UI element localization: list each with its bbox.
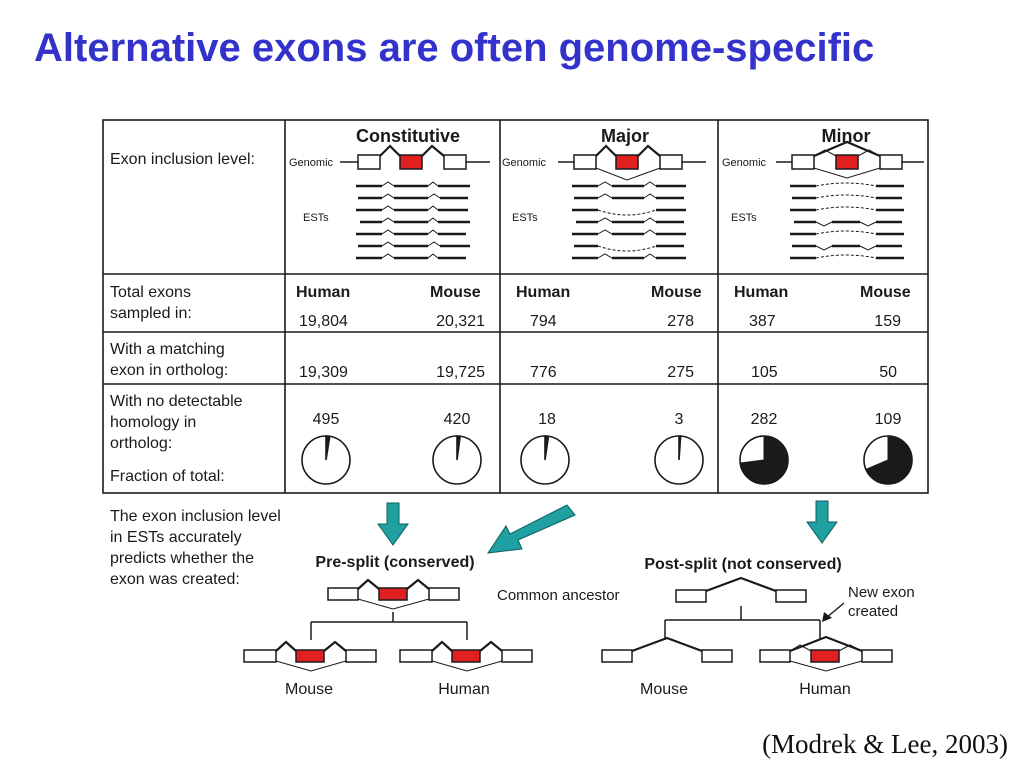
arrows bbox=[377, 500, 838, 554]
arrow-down-left-icon bbox=[377, 502, 409, 546]
group-constitutive: Constitutive Genomic ESTs Human Mouse 19… bbox=[289, 126, 485, 428]
no-homology-label-3: ortholog: bbox=[110, 435, 172, 452]
fraction-label: Fraction of total: bbox=[110, 468, 225, 485]
mouse-header: Mouse bbox=[651, 284, 702, 301]
red-exon bbox=[810, 649, 840, 663]
total-human: 387 bbox=[749, 313, 776, 330]
genomic-minor bbox=[776, 140, 924, 179]
no-homology-human: 18 bbox=[538, 411, 556, 428]
genomic-label: Genomic bbox=[722, 157, 767, 169]
citation: (Modrek & Lee, 2003) bbox=[762, 729, 1008, 759]
mouse-header: Mouse bbox=[430, 284, 481, 301]
inclusion-level-label: Exon inclusion level: bbox=[110, 151, 255, 168]
no-homology-human: 495 bbox=[313, 411, 340, 428]
ests-label: ESTs bbox=[731, 212, 757, 224]
total-exons-label-1: Total exons bbox=[110, 284, 191, 301]
total-mouse: 20,321 bbox=[436, 313, 485, 330]
genomic-major bbox=[558, 144, 706, 181]
group-title: Minor bbox=[822, 126, 871, 146]
matching-label-2: exon in ortholog: bbox=[110, 362, 228, 379]
no-homology-mouse: 109 bbox=[875, 411, 902, 428]
est-major bbox=[572, 181, 686, 260]
mouse-header: Mouse bbox=[860, 284, 911, 301]
no-homology-label-1: With no detectable bbox=[110, 393, 243, 410]
new-exon-label-1: New exon bbox=[848, 584, 915, 601]
common-ancestor-label: Common ancestor bbox=[497, 587, 620, 604]
fraction-pies bbox=[301, 435, 913, 485]
matching-human: 776 bbox=[530, 364, 557, 381]
matching-mouse: 50 bbox=[879, 364, 897, 381]
post-human-label: Human bbox=[799, 681, 851, 698]
arrow-diagonal-icon bbox=[486, 504, 576, 554]
note-line-4: exon was created: bbox=[110, 571, 240, 588]
matching-mouse: 275 bbox=[667, 364, 694, 381]
note-line-3: predicts whether the bbox=[110, 550, 254, 567]
human-header: Human bbox=[516, 284, 570, 301]
red-exon bbox=[295, 649, 325, 663]
note-line-2: in ESTs accurately bbox=[110, 529, 242, 546]
est-minor bbox=[790, 182, 904, 260]
pie-wedge-mouse-0 bbox=[456, 435, 462, 461]
total-mouse: 278 bbox=[667, 313, 694, 330]
no-homology-human: 282 bbox=[751, 411, 778, 428]
matching-human: 105 bbox=[751, 364, 778, 381]
pre-human-label: Human bbox=[438, 681, 490, 698]
red-exon bbox=[378, 587, 408, 601]
table-frame bbox=[102, 119, 929, 494]
est-reads bbox=[356, 181, 904, 260]
no-homology-mouse: 420 bbox=[444, 411, 471, 428]
post-mouse-label: Mouse bbox=[640, 681, 688, 698]
pie-wedge-human-0 bbox=[325, 435, 331, 461]
arrow-down-right-icon bbox=[806, 500, 838, 544]
matching-mouse: 19,725 bbox=[436, 364, 485, 381]
total-mouse: 159 bbox=[874, 313, 901, 330]
total-human: 19,804 bbox=[299, 313, 348, 330]
total-exons-label-2: sampled in: bbox=[110, 305, 192, 322]
no-homology-label-2: homology in bbox=[110, 414, 196, 431]
red-exon bbox=[615, 154, 639, 170]
genomic-label: Genomic bbox=[289, 157, 334, 169]
note-line-1: The exon inclusion level bbox=[110, 508, 281, 525]
matching-label-1: With a matching bbox=[110, 341, 225, 358]
ests-label: ESTs bbox=[303, 212, 329, 224]
pre-split-tree: Pre-split (conserved) Common ancestor bbox=[243, 554, 620, 698]
new-exon-label-2: created bbox=[848, 603, 898, 620]
ests-label: ESTs bbox=[512, 212, 538, 224]
row-labels: Exon inclusion level: Total exons sample… bbox=[110, 151, 255, 485]
matching-human: 19,309 bbox=[299, 364, 348, 381]
bottom-note: The exon inclusion level in ESTs accurat… bbox=[110, 508, 281, 588]
slide-title: Alternative exons are often genome-speci… bbox=[34, 26, 875, 70]
pie-wedge-human-2 bbox=[739, 435, 789, 485]
est-constitutive bbox=[356, 181, 470, 260]
group-minor: Minor Genomic ESTs Human Mouse 387 159 1… bbox=[722, 126, 911, 428]
genomic-diagrams bbox=[340, 140, 924, 181]
pre-mouse-label: Mouse bbox=[285, 681, 333, 698]
group-title: Constitutive bbox=[356, 126, 460, 146]
post-split-label: Post-split (not conserved) bbox=[644, 556, 841, 573]
human-header: Human bbox=[296, 284, 350, 301]
pie-wedge-mouse-1 bbox=[678, 435, 682, 461]
group-title: Major bbox=[601, 126, 649, 146]
total-human: 794 bbox=[530, 313, 557, 330]
human-header: Human bbox=[734, 284, 788, 301]
red-exon bbox=[399, 154, 423, 170]
genomic-constitutive bbox=[340, 144, 490, 170]
group-major: Major Genomic ESTs Human Mouse 794 278 7… bbox=[502, 126, 702, 428]
pie-wedge-human-1 bbox=[544, 435, 550, 461]
red-exon bbox=[451, 649, 481, 663]
pre-split-label: Pre-split (conserved) bbox=[315, 554, 474, 571]
no-homology-mouse: 3 bbox=[675, 411, 684, 428]
red-exon bbox=[835, 154, 859, 170]
genomic-label: Genomic bbox=[502, 157, 547, 169]
pie-wedge-mouse-2 bbox=[865, 435, 913, 485]
post-split-tree: Post-split (not conserved) New exon crea… bbox=[601, 556, 915, 698]
